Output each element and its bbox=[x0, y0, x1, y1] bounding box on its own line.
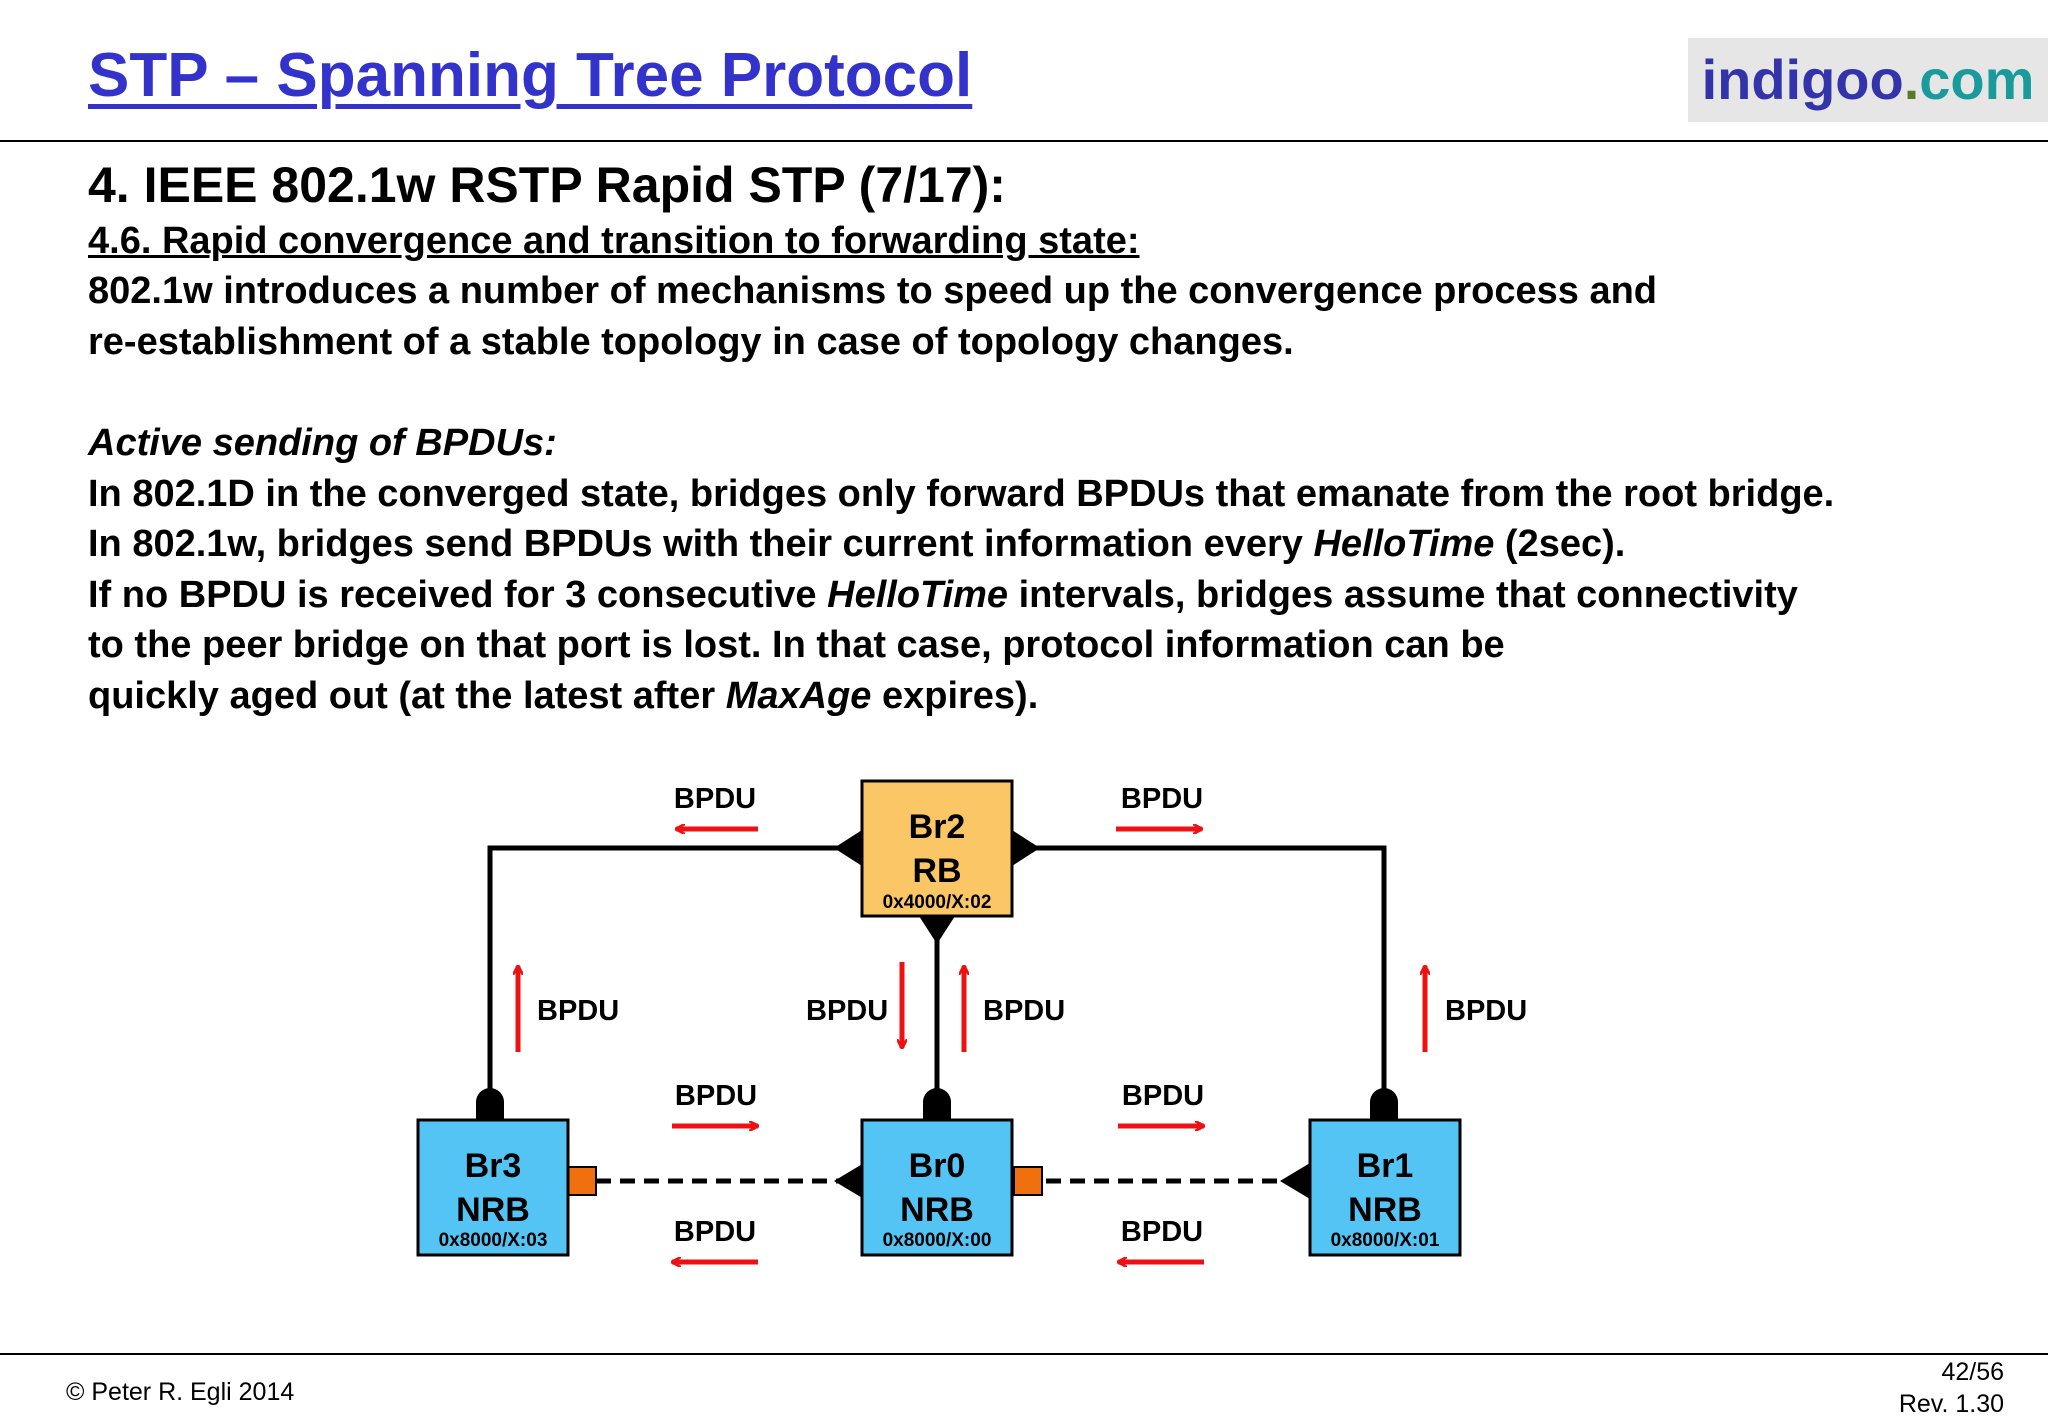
root-port-marker-br3 bbox=[476, 1088, 504, 1120]
bpdu-label-br3-br0-bottom: BPDU bbox=[674, 1216, 756, 1248]
body-line-1: In 802.1D in the converged state, bridge… bbox=[88, 472, 1835, 515]
bridge-br2-role: RB bbox=[912, 852, 961, 890]
bridge-br0: Br0 NRB 0x8000/X:00 bbox=[860, 1118, 1014, 1257]
bridge-br3: Br3 NRB 0x8000/X:03 bbox=[416, 1118, 570, 1257]
designated-port-marker-br2-left bbox=[834, 830, 862, 866]
body-line-2-post: (2sec). bbox=[1494, 523, 1626, 565]
body-line-4: to the peer bridge on that port is lost.… bbox=[88, 624, 1505, 666]
designated-port-marker-br2-bottom bbox=[919, 916, 955, 944]
body-line-3-post: intervals, bridges assume that connectiv… bbox=[1008, 573, 1798, 616]
body-line-2-pre: In 802.1w, bridges send BPDUs with their… bbox=[88, 523, 1314, 565]
slide-title: STP – Spanning Tree Protocol bbox=[88, 41, 973, 110]
bridge-br0-id: 0x8000/X:00 bbox=[883, 1230, 992, 1251]
bpdu-arrows bbox=[518, 829, 1425, 1262]
bridge-br3-name: Br3 bbox=[465, 1147, 522, 1185]
designated-port-marker-br1-left bbox=[1280, 1163, 1310, 1199]
bridge-br2-id: 0x4000/X:02 bbox=[883, 892, 992, 913]
bpdu-label-top-right: BPDU bbox=[1121, 783, 1203, 815]
bpdu-label-br3-up: BPDU bbox=[537, 995, 619, 1027]
section-heading: 4. IEEE 802.1w RSTP Rapid STP (7/17): bbox=[88, 157, 1006, 213]
bridge-br0-box bbox=[860, 1118, 1014, 1257]
bridge-br0-role: NRB bbox=[900, 1191, 974, 1229]
hellotime-term-2: HelloTime bbox=[827, 573, 1009, 616]
header-divider bbox=[0, 140, 2048, 142]
logo-part-3: com bbox=[1919, 48, 2035, 111]
active-sending-title: Active sending of BPDUs: bbox=[88, 422, 557, 464]
root-port-marker-br1 bbox=[1370, 1088, 1398, 1120]
body-paragraph: Active sending of BPDUs: In 802.1D in th… bbox=[88, 418, 1834, 721]
page-info: 42/56 Rev. 1.30 bbox=[1894, 1356, 2004, 1420]
bridge-br2-box bbox=[860, 779, 1014, 918]
bridge-br3-role: NRB bbox=[456, 1191, 530, 1229]
bridge-br2-name: Br2 bbox=[909, 808, 966, 846]
body-line-5: quickly aged out (at the latest after Ma… bbox=[88, 671, 1834, 722]
intro-paragraph: 802.1w introduces a number of mechanisms… bbox=[88, 266, 1657, 367]
bridge-br0-name: Br0 bbox=[909, 1147, 966, 1185]
bridge-br2: Br2 RB 0x4000/X:02 bbox=[860, 779, 1014, 918]
intro-line-1: 802.1w introduces a number of mechanisms… bbox=[88, 270, 1658, 312]
intro-line-2: re-establishment of a stable topology in… bbox=[88, 320, 1294, 363]
footer-divider bbox=[0, 1353, 2048, 1355]
body-line-5-post: expires). bbox=[871, 674, 1039, 717]
blocked-port-br0 bbox=[1013, 1166, 1043, 1196]
bpdu-label-br0-up: BPDU bbox=[983, 995, 1065, 1027]
copyright-notice: © Peter R. Egli 2014 bbox=[66, 1378, 295, 1406]
bridge-br1-role: NRB bbox=[1348, 1191, 1422, 1229]
body-line-5-pre: quickly aged out (at the latest after bbox=[88, 674, 726, 717]
bridge-br1-id: 0x8000/X:01 bbox=[1331, 1230, 1440, 1251]
bridge-br1-name: Br1 bbox=[1357, 1147, 1414, 1185]
link-br2-br3 bbox=[487, 845, 838, 1096]
hellotime-term-1: HelloTime bbox=[1313, 523, 1495, 565]
bridge-br3-id: 0x8000/X:03 bbox=[439, 1230, 548, 1251]
bridge-br1-box bbox=[1308, 1118, 1462, 1257]
page-number: 42/56 bbox=[1941, 1358, 2004, 1386]
root-port-marker-br0 bbox=[923, 1088, 951, 1120]
body-line-3-pre: If no BPDU is received for 3 consecutive bbox=[88, 573, 828, 616]
logo-part-1: indigoo bbox=[1701, 48, 1904, 111]
revision: Rev. 1.30 bbox=[1898, 1390, 2004, 1418]
site-logo: indigoo.com bbox=[1688, 38, 2048, 122]
bpdu-labels: BPDU BPDU BPDU BPDU BPDU BPDU BPDU BPDU … bbox=[537, 783, 1527, 1248]
bpdu-label-br0-br1-bottom: BPDU bbox=[1121, 1216, 1203, 1248]
bridge-br1: Br1 NRB 0x8000/X:01 bbox=[1308, 1118, 1462, 1257]
bpdu-label-br1-up: BPDU bbox=[1445, 995, 1527, 1027]
designated-port-marker-br2-right bbox=[1012, 830, 1040, 866]
section-subheading: 4.6. Rapid convergence and transition to… bbox=[88, 220, 1140, 262]
blocked-port-br3 bbox=[567, 1166, 597, 1196]
body-line-3: If no BPDU is received for 3 consecutive… bbox=[88, 570, 1834, 621]
maxage-term: MaxAge bbox=[725, 674, 872, 717]
bridge-br3-box bbox=[416, 1118, 570, 1257]
logo-part-2: . bbox=[1903, 48, 1920, 111]
bpdu-label-top-left: BPDU bbox=[674, 783, 756, 815]
link-br2-br1 bbox=[1036, 845, 1387, 1096]
bpdu-label-br3-br0-top: BPDU bbox=[675, 1080, 757, 1112]
body-line-2: In 802.1w, bridges send BPDUs with their… bbox=[88, 519, 1834, 570]
bpdu-label-br0-down: BPDU bbox=[806, 995, 888, 1027]
designated-port-marker-br0-left bbox=[834, 1163, 864, 1199]
bpdu-label-br0-br1-top: BPDU bbox=[1122, 1080, 1204, 1112]
